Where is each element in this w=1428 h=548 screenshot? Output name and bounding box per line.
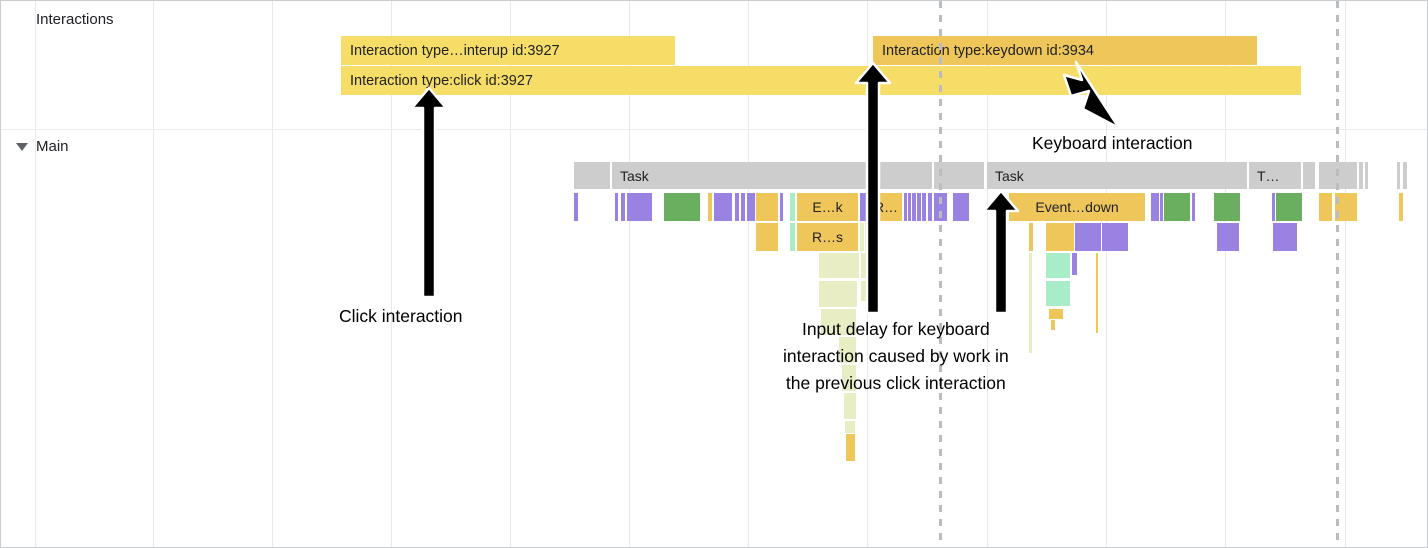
task-seg-7[interactable] (1365, 162, 1368, 189)
deep-bar[interactable] (846, 434, 855, 461)
task-seg-6[interactable] (1359, 162, 1363, 189)
deep-bar[interactable] (819, 253, 859, 278)
deep-bar[interactable] (844, 393, 856, 419)
deep-thin[interactable] (1096, 253, 1098, 333)
task-seg-8[interactable] (1397, 162, 1400, 189)
timing-marker-line (939, 1, 942, 547)
gridline (35, 1, 36, 547)
interaction-keydown-lower[interactable] (873, 66, 1301, 95)
deep-bar[interactable] (1051, 320, 1055, 330)
annotation-keyboard-interaction: Keyboard interaction (1032, 133, 1193, 153)
deep-bar[interactable] (861, 253, 866, 278)
arrow-click-interaction (410, 86, 448, 299)
bar[interactable] (735, 193, 739, 221)
track-separator (1, 129, 1427, 130)
bar[interactable] (1399, 193, 1403, 221)
track-label-main[interactable]: Main (36, 138, 69, 155)
deep-bar[interactable] (1049, 309, 1063, 319)
deep-bar[interactable] (842, 365, 856, 391)
bar[interactable] (1102, 223, 1128, 251)
deep-bar[interactable] (821, 309, 856, 335)
bar[interactable] (627, 193, 652, 221)
interaction-pointerup[interactable]: Interaction type…interup id:3927 (341, 36, 675, 65)
bar[interactable] (756, 193, 778, 221)
bar[interactable] (904, 193, 907, 221)
task-main-1[interactable]: Task (612, 162, 872, 189)
gridline (510, 1, 511, 547)
track-label-interactions[interactable]: Interactions (36, 11, 114, 28)
bar[interactable] (621, 193, 625, 221)
bar[interactable] (780, 193, 783, 221)
task-main-2[interactable]: Task (987, 162, 1247, 189)
bar[interactable] (865, 223, 869, 251)
bar[interactable] (1335, 193, 1357, 221)
bar[interactable] (756, 223, 778, 251)
bar[interactable] (908, 193, 911, 221)
deep-bar[interactable] (1046, 281, 1070, 306)
bar-event-keydown[interactable]: Event…down (1009, 193, 1145, 221)
bar[interactable] (1001, 193, 1005, 221)
deep-bar[interactable] (819, 281, 857, 307)
bar[interactable] (1276, 193, 1302, 221)
bar[interactable] (1160, 193, 1163, 221)
task-seg-4[interactable] (1303, 162, 1315, 189)
bar[interactable] (1164, 193, 1190, 221)
task-main-3[interactable]: T… (1249, 162, 1301, 189)
track-collapse-caret-main[interactable] (16, 143, 28, 151)
bar[interactable] (1046, 223, 1074, 251)
timing-marker-line (1336, 1, 1339, 547)
deep-thin[interactable] (1029, 253, 1032, 353)
bar[interactable] (615, 193, 618, 221)
task-seg-9[interactable] (1403, 162, 1407, 189)
gridline (1106, 1, 1107, 547)
task-gap-2[interactable] (934, 162, 984, 189)
bar[interactable] (790, 223, 795, 251)
bar[interactable] (1029, 223, 1033, 251)
bar[interactable] (917, 193, 921, 221)
annotation-input-delay: Input delay for keyboard interaction cau… (783, 319, 1009, 394)
gridline (1345, 1, 1346, 547)
gridline (391, 1, 392, 547)
bar[interactable] (1272, 193, 1275, 221)
bar[interactable] (741, 193, 745, 221)
bar-event-pointerup[interactable]: E…k (797, 193, 858, 221)
task-gap-1[interactable] (874, 162, 932, 189)
interaction-keydown[interactable]: Interaction type:keydown id:3934 (873, 36, 1257, 65)
annotation-click-interaction: Click interaction (339, 306, 463, 326)
deep-bar[interactable] (845, 421, 855, 433)
bar[interactable] (708, 193, 712, 221)
bar[interactable] (1319, 193, 1332, 221)
gridline (1225, 1, 1226, 547)
bar[interactable] (1075, 223, 1101, 251)
deep-bar[interactable] (1046, 253, 1070, 278)
task-segment[interactable] (574, 162, 610, 189)
bar[interactable] (912, 193, 916, 221)
bar[interactable] (860, 193, 868, 221)
bar[interactable] (1273, 223, 1297, 251)
bar[interactable] (928, 193, 932, 221)
bar[interactable] (1151, 193, 1159, 221)
gridline (748, 1, 749, 547)
bar[interactable] (922, 193, 926, 221)
bar[interactable] (1192, 193, 1195, 221)
bar[interactable] (953, 193, 969, 221)
gridline (153, 1, 154, 547)
deep-bar[interactable] (861, 281, 866, 301)
bar[interactable] (574, 193, 578, 221)
bar[interactable] (1217, 223, 1239, 251)
bar[interactable] (714, 193, 732, 221)
bar[interactable] (790, 193, 795, 221)
bar-run-microtasks[interactable]: R… (870, 193, 902, 221)
bar[interactable] (664, 193, 700, 221)
bar[interactable] (860, 223, 864, 251)
bar-run-microtasks-2[interactable]: R…s (797, 223, 858, 251)
deep-bar[interactable] (1072, 253, 1077, 275)
gridline (272, 1, 273, 547)
gridline (629, 1, 630, 547)
deep-bar[interactable] (839, 337, 856, 363)
bar[interactable] (747, 193, 755, 221)
bar[interactable] (1214, 193, 1240, 221)
